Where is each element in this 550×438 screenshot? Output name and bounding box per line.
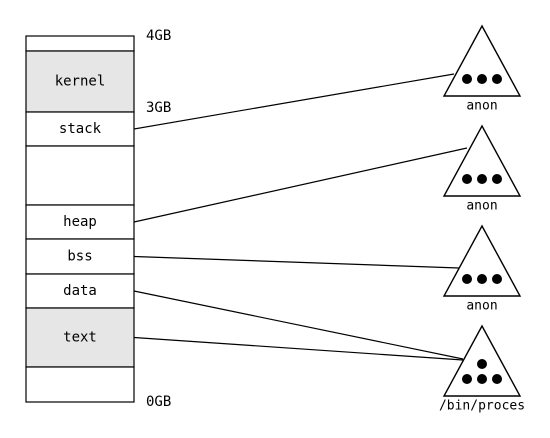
mapping-line-stack bbox=[133, 73, 455, 130]
memory-objects: anon anon anon/bin/proces bbox=[439, 24, 525, 414]
mapping-line-bss bbox=[133, 255, 460, 269]
page-dot-anon-3-0 bbox=[462, 274, 472, 284]
address-label-0gb: 0GB bbox=[146, 394, 171, 410]
page-dot-anon-1-0 bbox=[462, 74, 472, 84]
object-file: /bin/proces bbox=[439, 324, 525, 414]
object-triangle-anon-2 bbox=[442, 124, 522, 197]
address-space-column: kernel stack heap bss data text bbox=[25, 35, 135, 403]
object-anon-1: anon bbox=[442, 24, 522, 114]
page-dot-anon-3-1 bbox=[477, 274, 487, 284]
page-dot-anon-3-2 bbox=[492, 274, 502, 284]
page-dot-file-2 bbox=[477, 374, 487, 384]
segment-label-bss: bss bbox=[67, 249, 92, 265]
object-anon-2: anon bbox=[442, 124, 522, 214]
mapping-line-text bbox=[133, 336, 464, 361]
page-dot-anon-1-1 bbox=[477, 74, 487, 84]
page-dot-file-3 bbox=[492, 374, 502, 384]
address-label-4gb: 4GB bbox=[146, 28, 171, 44]
segment-bss bbox=[25, 238, 135, 275]
mapping-lines bbox=[133, 73, 468, 361]
page-dot-file-1 bbox=[462, 374, 472, 384]
segment-label-kernel: kernel bbox=[55, 74, 106, 90]
object-triangle-anon-1 bbox=[442, 24, 522, 97]
segment-text bbox=[25, 307, 135, 368]
page-dot-anon-2-2 bbox=[492, 174, 502, 184]
segment-label-heap: heap bbox=[63, 214, 97, 230]
page-dot-anon-2-1 bbox=[477, 174, 487, 184]
object-anon-3: anon bbox=[442, 224, 522, 314]
segment-top-gap bbox=[25, 35, 135, 52]
object-triangle-anon-3 bbox=[442, 224, 522, 297]
page-dot-anon-2-0 bbox=[462, 174, 472, 184]
page-dot-file-0 bbox=[477, 359, 487, 369]
segment-data bbox=[25, 273, 135, 309]
mapping-line-data bbox=[133, 290, 464, 360]
object-label-anon-1: anon bbox=[466, 99, 497, 114]
segment-kernel bbox=[25, 50, 135, 113]
object-label-anon-2: anon bbox=[466, 199, 497, 214]
object-label-anon-3: anon bbox=[466, 299, 497, 314]
segment-label-text: text bbox=[63, 330, 97, 346]
segment-label-data: data bbox=[63, 283, 97, 299]
segment-free bbox=[25, 145, 135, 206]
address-labels: 4GB 3GB 0GB bbox=[146, 28, 171, 410]
page-dot-anon-1-2 bbox=[492, 74, 502, 84]
segment-bottom-gap bbox=[25, 366, 135, 403]
segment-heap bbox=[25, 204, 135, 240]
object-label-file: /bin/proces bbox=[439, 399, 525, 414]
segment-label-stack: stack bbox=[59, 121, 102, 137]
address-label-3gb: 3GB bbox=[146, 100, 171, 116]
segment-stack bbox=[25, 111, 135, 147]
mapping-line-heap bbox=[133, 147, 468, 223]
